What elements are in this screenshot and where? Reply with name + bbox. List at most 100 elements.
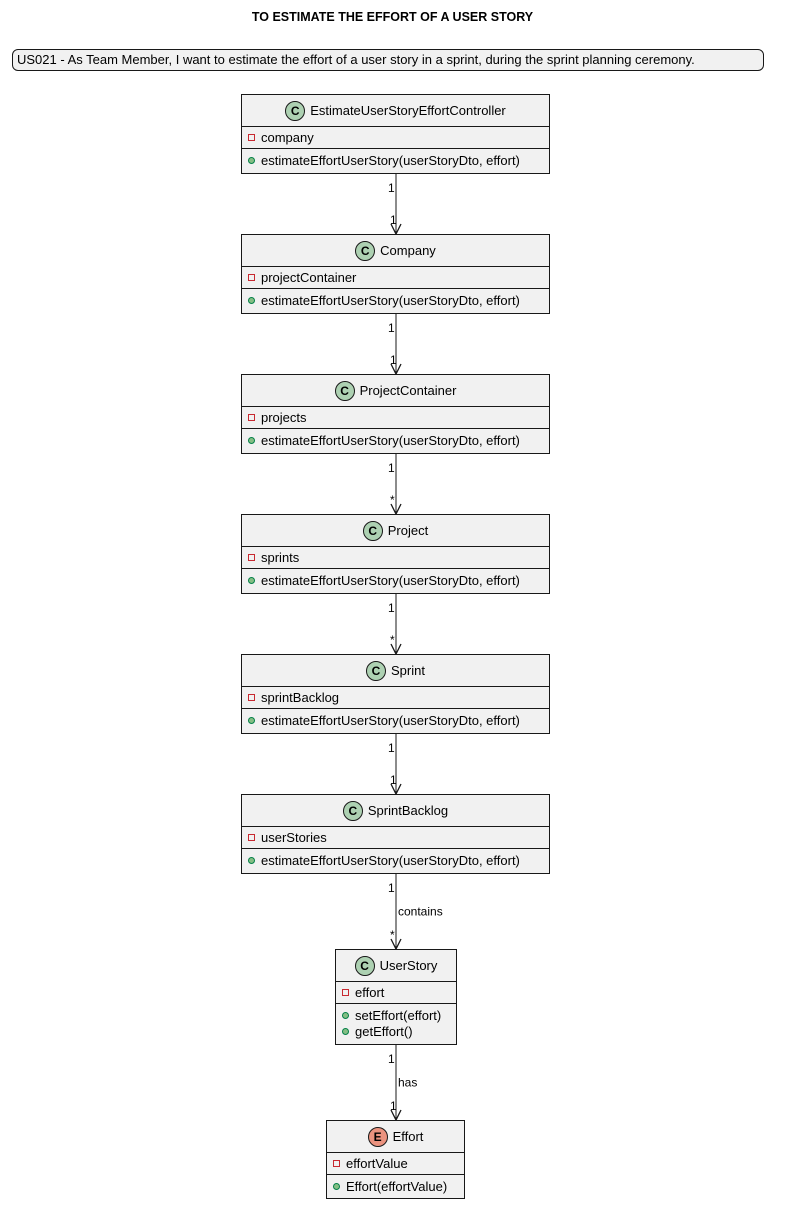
- source-multiplicity: 1: [388, 181, 395, 195]
- class-name: UserStory: [379, 958, 438, 973]
- method-row: estimateEffortUserStory(userStoryDto, ef…: [248, 572, 549, 588]
- class-stereotype-icon: C: [362, 520, 383, 541]
- user-story-note: US021 - As Team Member, I want to estima…: [12, 49, 764, 71]
- association-project-container-to-project: 1*: [388, 454, 402, 516]
- attribute-name: projectContainer: [261, 269, 357, 285]
- attribute-row: sprints: [248, 549, 549, 565]
- method-row: estimateEffortUserStory(userStoryDto, ef…: [248, 152, 549, 168]
- public-visibility-icon: [248, 716, 255, 724]
- private-visibility-icon: [342, 988, 349, 996]
- target-multiplicity: 1: [390, 1099, 397, 1113]
- class-stereotype-icon: C: [354, 955, 375, 976]
- method-row: estimateEffortUserStory(userStoryDto, ef…: [248, 292, 549, 308]
- method-signature: estimateEffortUserStory(userStoryDto, ef…: [261, 852, 520, 868]
- attribute-name: sprintBacklog: [261, 689, 340, 705]
- class-name: Effort: [392, 1129, 424, 1144]
- public-visibility-icon: [248, 856, 255, 864]
- class-name: Sprint: [391, 663, 425, 678]
- private-visibility-icon: [248, 413, 255, 421]
- target-multiplicity: *: [390, 928, 395, 942]
- class-header: C UserStory: [336, 950, 456, 982]
- attribute-row: sprintBacklog: [248, 689, 549, 705]
- source-multiplicity: 1: [388, 881, 395, 895]
- attributes-section: effort: [336, 982, 456, 1004]
- attribute-row: effort: [342, 984, 456, 1000]
- class-user-story: C UserStory effort setEffort(effort)getEffo…: [335, 949, 457, 1045]
- source-multiplicity: 1: [388, 741, 395, 755]
- class-name: Company: [380, 243, 436, 258]
- attribute-row: userStories: [248, 829, 549, 845]
- private-visibility-icon: [248, 693, 255, 701]
- method-signature: getEffort(): [355, 1023, 413, 1039]
- association-sprint-backlog-to-user-story: 1 *contains: [388, 874, 443, 951]
- attribute-name: effortValue: [346, 1155, 408, 1171]
- attribute-name: company: [261, 129, 314, 145]
- association-label: contains: [398, 905, 443, 919]
- private-visibility-icon: [248, 133, 255, 141]
- class-name: SprintBacklog: [367, 803, 449, 818]
- attribute-name: sprints: [261, 549, 300, 565]
- attribute-row: effortValue: [333, 1155, 464, 1171]
- private-visibility-icon: [248, 833, 255, 841]
- target-multiplicity: *: [390, 633, 395, 647]
- methods-section: estimateEffortUserStory(userStoryDto, ef…: [242, 569, 549, 591]
- methods-section: Effort(effortValue): [327, 1175, 464, 1197]
- attributes-section: userStories: [242, 827, 549, 849]
- class-name: Project: [387, 523, 429, 538]
- class-project-container: C ProjectContainer projects estimateEffortU…: [241, 374, 550, 454]
- private-visibility-icon: [248, 553, 255, 561]
- class-stereotype-icon: C: [366, 660, 387, 681]
- class-header: C ProjectContainer: [242, 375, 549, 407]
- method-row: getEffort(): [342, 1023, 456, 1039]
- class-header: C SprintBacklog: [242, 795, 549, 827]
- method-signature: estimateEffortUserStory(userStoryDto, ef…: [261, 432, 520, 448]
- class-header: C Project: [242, 515, 549, 547]
- method-row: estimateEffortUserStory(userStoryDto, ef…: [248, 852, 549, 868]
- method-row: estimateEffortUserStory(userStoryDto, ef…: [248, 432, 549, 448]
- method-signature: estimateEffortUserStory(userStoryDto, ef…: [261, 292, 520, 308]
- class-name: ProjectContainer: [359, 383, 457, 398]
- public-visibility-icon: [333, 1182, 340, 1190]
- private-visibility-icon: [248, 273, 255, 281]
- association-label: has: [398, 1076, 417, 1090]
- source-multiplicity: 1: [388, 601, 395, 615]
- association-project-to-sprint: 1*: [388, 594, 402, 656]
- attributes-section: effortValue: [327, 1153, 464, 1175]
- attribute-name: userStories: [261, 829, 327, 845]
- attribute-row: projects: [248, 409, 549, 425]
- public-visibility-icon: [248, 576, 255, 584]
- target-multiplicity: 1: [390, 213, 397, 227]
- class-sprint: C Sprint sprintBacklog estimateEffortUserSt…: [241, 654, 550, 734]
- attributes-section: sprintBacklog: [242, 687, 549, 709]
- association-estimate-user-story-effort-controller-to-company: 11: [388, 174, 402, 236]
- method-row: setEffort(effort): [342, 1007, 456, 1023]
- attributes-section: company: [242, 127, 549, 149]
- public-visibility-icon: [248, 296, 255, 304]
- class-stereotype-icon: C: [334, 380, 355, 401]
- attribute-row: projectContainer: [248, 269, 549, 285]
- public-visibility-icon: [248, 436, 255, 444]
- attribute-row: company: [248, 129, 549, 145]
- class-stereotype-icon: C: [342, 800, 363, 821]
- public-visibility-icon: [342, 1027, 349, 1035]
- class-project: C Project sprints estimateEffortUserStory(u…: [241, 514, 550, 594]
- attribute-name: effort: [355, 984, 385, 1000]
- public-visibility-icon: [248, 156, 255, 164]
- method-row: Effort(effortValue): [333, 1178, 464, 1194]
- source-multiplicity: 1: [388, 321, 395, 335]
- method-row: estimateEffortUserStory(userStoryDto, ef…: [248, 712, 549, 728]
- source-multiplicity: 1: [388, 461, 395, 475]
- method-signature: estimateEffortUserStory(userStoryDto, ef…: [261, 572, 520, 588]
- association-sprint-to-sprint-backlog: 11: [388, 734, 402, 796]
- method-signature: Effort(effortValue): [346, 1178, 448, 1194]
- methods-section: estimateEffortUserStory(userStoryDto, ef…: [242, 289, 549, 311]
- public-visibility-icon: [342, 1011, 349, 1019]
- attributes-section: projectContainer: [242, 267, 549, 289]
